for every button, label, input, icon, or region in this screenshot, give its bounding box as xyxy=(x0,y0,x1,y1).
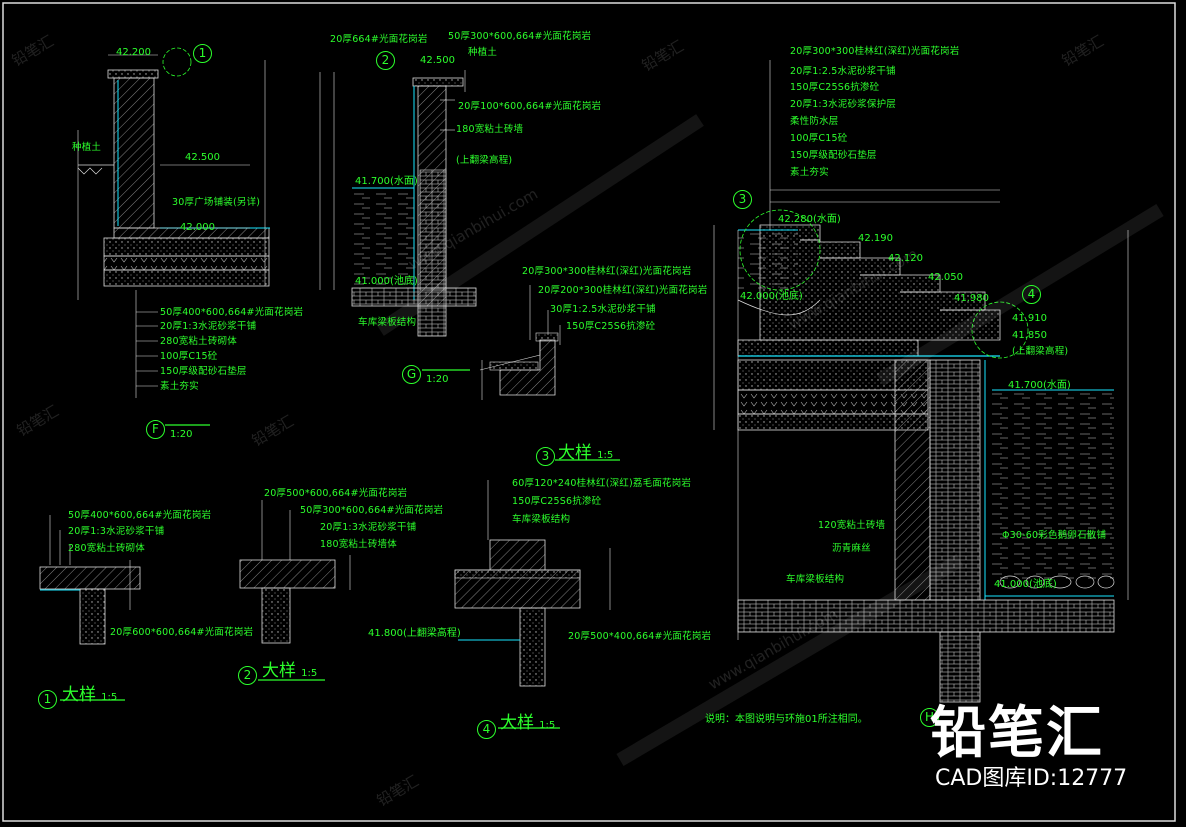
layer-label: 20厚300*300桂林红(深红)光面花岗岩 xyxy=(790,46,960,57)
layer-label: 20厚1:3水泥砂浆保护层 xyxy=(790,99,896,110)
layer-label: 100厚C15砼 xyxy=(160,351,218,362)
detail-3 xyxy=(479,285,620,461)
layer-label: 20厚1:3水泥砂浆干铺 xyxy=(68,526,165,537)
section-h xyxy=(713,60,1129,703)
layer-label: 150厚C25S6抗渗砼 xyxy=(512,496,602,507)
layer-label: 50厚400*600,664#光面花岗岩 xyxy=(160,307,304,318)
elev-label: 41.850 xyxy=(1012,330,1047,341)
elev-label: 42.500 xyxy=(420,55,455,66)
ref-marker: 2 xyxy=(376,51,395,70)
detail-1 xyxy=(39,515,141,701)
bottom-label: 20厚600*600,664#光面花岗岩 xyxy=(110,627,254,638)
scale-label: 1:20 xyxy=(426,374,449,385)
layer-label: 180宽粘土砖墙 xyxy=(456,124,524,135)
layer-label: 20厚500*600,664#光面花岗岩 xyxy=(264,488,408,499)
section-marker: H xyxy=(920,708,939,727)
layer-label: 50厚300*600,664#光面花岗岩 xyxy=(300,505,444,516)
layer-label: 100厚C15砼 xyxy=(790,133,848,144)
layer-label: 150厚级配砂石垫层 xyxy=(790,150,877,161)
layer-label: 150厚C25S6抗渗砼 xyxy=(566,321,656,332)
detail-4 xyxy=(454,480,611,729)
scale-label: 1:5 xyxy=(597,450,614,461)
joint-label: 沥青麻丝 xyxy=(832,543,871,554)
layer-label: 柔性防水层 xyxy=(790,116,839,127)
beam-label: (上翻梁高程) xyxy=(1012,346,1069,357)
layer-label: 30厚1:2.5水泥砂浆干铺 xyxy=(550,304,656,315)
layer-label: 150厚级配砂石垫层 xyxy=(160,366,247,377)
elev-label: 42.000(池底) xyxy=(740,291,803,302)
detail-title: 大样 xyxy=(62,685,96,705)
cad-id-label: CAD图库ID:12777 xyxy=(935,766,1128,791)
layer-label: 180宽粘土砖墙体 xyxy=(320,539,397,550)
section-marker: F xyxy=(146,420,165,439)
scale-label: 1:5 xyxy=(301,668,318,679)
water-level-label: 41.700(水面) xyxy=(355,176,418,187)
detail-2 xyxy=(239,500,351,681)
pool-bottom-label: 41.000(池底) xyxy=(994,579,1057,590)
section-g xyxy=(319,70,477,371)
detail-marker: 3 xyxy=(536,447,555,466)
plant-soil-label: 种植土 xyxy=(468,47,498,58)
water-level-label: 41.700(水面) xyxy=(1008,380,1071,391)
layer-label: 素土夯实 xyxy=(790,167,829,178)
detail-title: 大样 xyxy=(262,661,296,681)
detail-title: 大样 xyxy=(500,713,534,733)
elev-label: 42.120 xyxy=(888,253,923,264)
ref-marker: 3 xyxy=(733,190,752,209)
section-f xyxy=(77,47,270,426)
structure-label: 车库梁板结构 xyxy=(358,317,417,328)
elev-label: 42.050 xyxy=(928,272,963,283)
ref-marker: 4 xyxy=(1022,285,1041,304)
elev-label: 42.000 xyxy=(180,222,215,233)
scale-label: 1:5 xyxy=(539,720,556,731)
beam-label: 41.800(上翻梁高程) xyxy=(368,628,461,639)
elev-label: 42.190 xyxy=(858,233,893,244)
layer-label: 50厚400*600,664#光面花岗岩 xyxy=(68,510,212,521)
layer-label: 20厚100*600,664#光面花岗岩 xyxy=(458,101,602,112)
section-marker: G xyxy=(402,365,421,384)
paving-label: 30厚广场铺装(另详) xyxy=(172,197,261,208)
layer-label: 素土夯实 xyxy=(160,381,199,392)
bottom-label: 20厚500*400,664#光面花岗岩 xyxy=(568,631,712,642)
detail-marker: 4 xyxy=(477,720,496,739)
detail-marker: 1 xyxy=(38,690,57,709)
layer-label: 280宽粘土砖砌体 xyxy=(160,336,237,347)
general-note: 说明：本图说明与环施01所注相同。 xyxy=(705,714,868,725)
structure-label: 车库梁板结构 xyxy=(786,574,845,585)
scale-label: 1:20 xyxy=(170,429,193,440)
layer-label: 20厚300*300桂林红(深红)光面花岗岩 xyxy=(522,266,692,277)
layer-label: 20厚1:3水泥砂浆干铺 xyxy=(160,321,257,332)
layer-label: 150厚C25S6抗渗砼 xyxy=(790,82,880,93)
elev-label: 42.280(水面) xyxy=(778,214,841,225)
scale-label: 1:5 xyxy=(101,692,118,703)
wall-label: 120宽粘土砖墙 xyxy=(818,520,886,531)
elev-label: 41.980 xyxy=(954,293,989,304)
elev-label: 42.200 xyxy=(116,47,151,58)
detail-marker: 2 xyxy=(238,666,257,685)
layer-label: 20厚1:3水泥砂浆干铺 xyxy=(320,522,417,533)
ref-marker: 1 xyxy=(193,44,212,63)
elev-label: 42.500 xyxy=(185,152,220,163)
brand-logo: 铅笔汇 xyxy=(930,701,1104,766)
elev-label: 41.910 xyxy=(1012,313,1047,324)
layer-label: 280宽粘土砖砌体 xyxy=(68,543,145,554)
top-label: 50厚300*600,664#光面花岗岩 xyxy=(448,31,592,42)
pebble-label: Φ30-60彩色鹅卵石散铺 xyxy=(1002,530,1107,541)
layer-label: 20厚1:2.5水泥砂浆干铺 xyxy=(790,66,896,77)
layer-label: 20厚200*300桂林红(深红)光面花岗岩 xyxy=(538,285,708,296)
plant-soil-label: 种植土 xyxy=(72,142,102,153)
pool-bottom-label: 41.000(池底) xyxy=(355,276,418,287)
beam-label: (上翻梁高程) xyxy=(456,155,513,166)
layer-label: 车库梁板结构 xyxy=(512,514,571,525)
layer-label: 60厚120*240桂林红(深红)荔毛面花岗岩 xyxy=(512,478,692,489)
top-label: 20厚664#光面花岗岩 xyxy=(330,34,428,45)
detail-title: 大样 xyxy=(558,443,592,463)
